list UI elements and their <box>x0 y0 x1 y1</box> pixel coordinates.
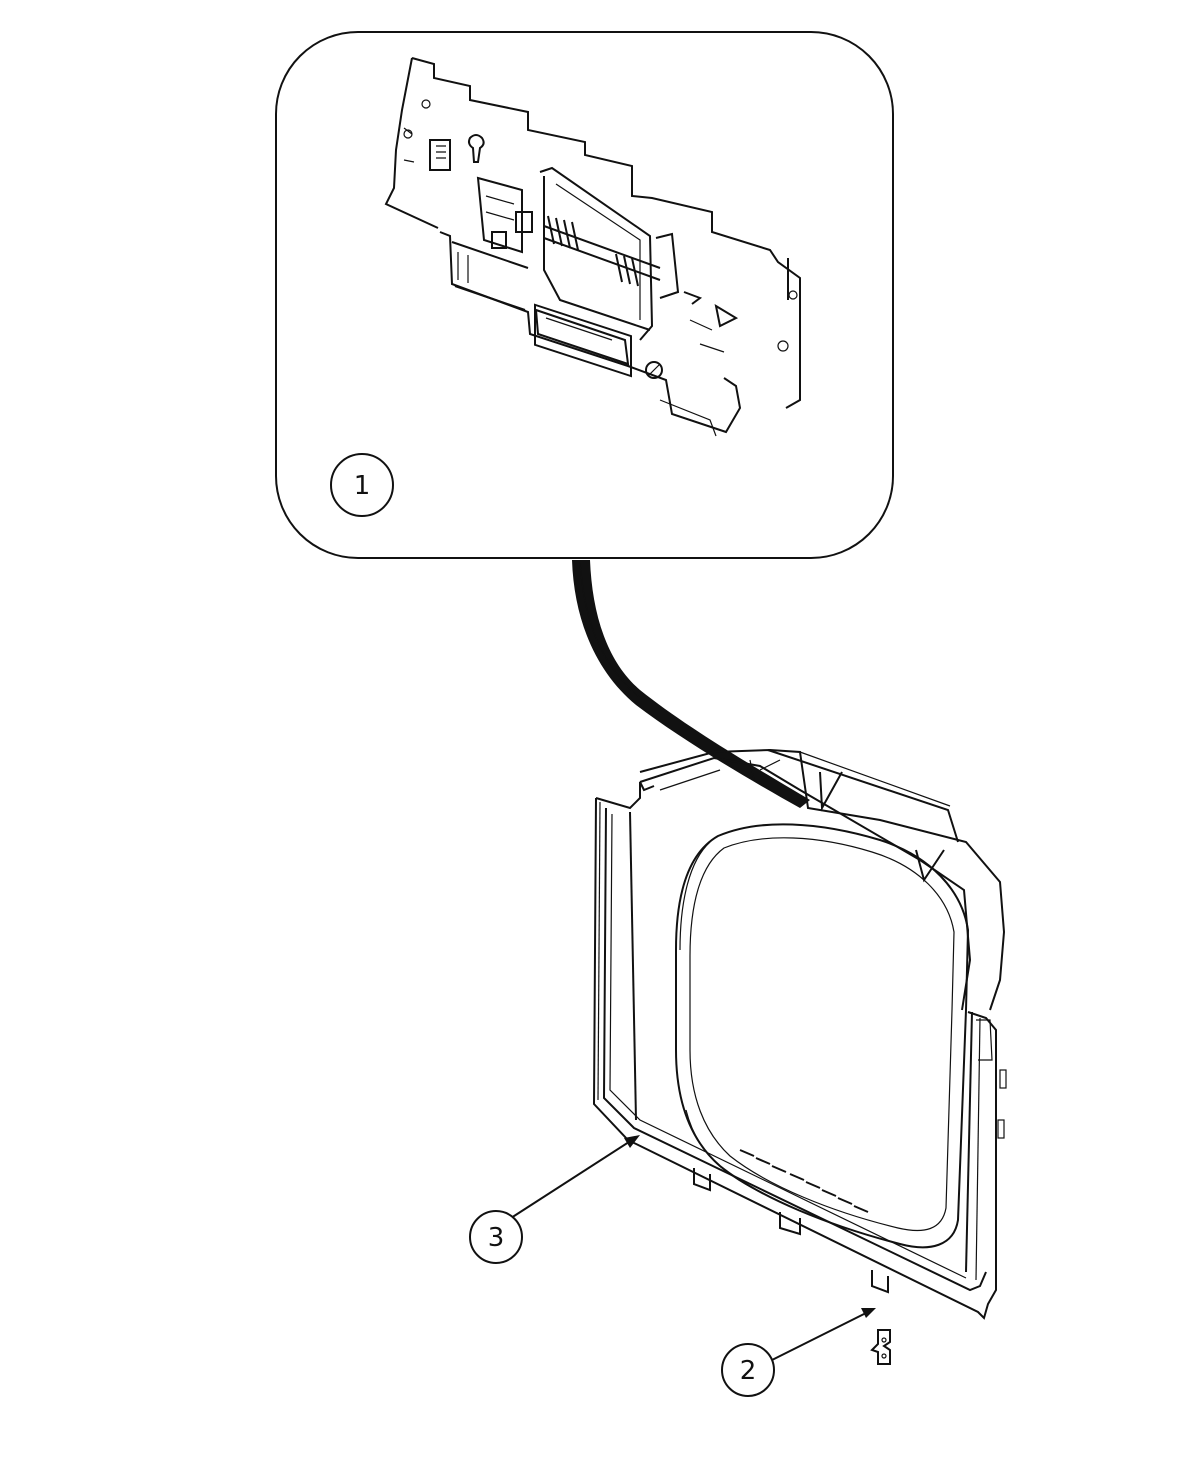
callout-3-circle <box>469 1210 523 1264</box>
leader-line-2 <box>769 1308 876 1362</box>
detail-inset: 1 <box>275 31 894 559</box>
clip-part-drawing <box>870 1329 891 1365</box>
callout-3-label: 3 <box>488 1223 505 1253</box>
spring-left <box>547 215 579 251</box>
bottom-louvers <box>739 1149 869 1213</box>
front-panel-drawing <box>592 748 1007 1320</box>
control-panel-assembly-drawing <box>384 57 801 437</box>
leader-line-3 <box>510 1135 640 1219</box>
callout-3: 3 <box>469 1210 523 1264</box>
wire-harness <box>572 560 810 808</box>
callout-1-circle <box>330 453 394 517</box>
spring-right <box>615 253 639 287</box>
detail-inset-frame <box>275 31 894 559</box>
callout-1-label: 1 <box>354 471 371 501</box>
callout-2: 2 <box>721 1343 775 1397</box>
callout-2-circle <box>721 1343 775 1397</box>
callout-2-label: 2 <box>740 1356 757 1386</box>
